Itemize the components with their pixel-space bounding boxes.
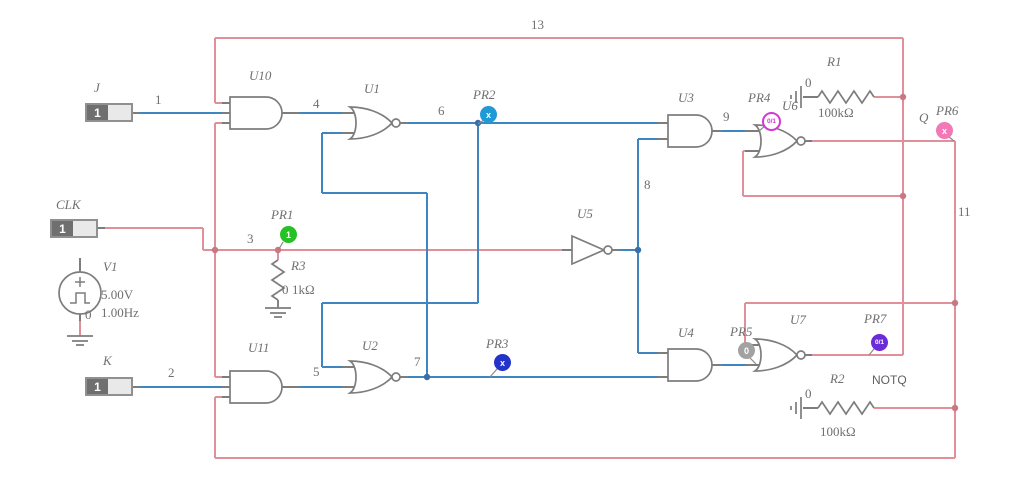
junction-dots-red <box>211 93 959 412</box>
label-u11: U11 <box>248 340 270 355</box>
u5-not-gate[interactable] <box>571 234 613 266</box>
label-pr7: PR7 <box>864 311 887 326</box>
wire-net-8[interactable] <box>620 138 658 354</box>
label-u10: U10 <box>249 68 272 83</box>
label-k: K <box>103 353 112 368</box>
label-v1-node: 0 <box>85 307 92 322</box>
probe-pr7[interactable]: 0/1 <box>871 334 888 351</box>
label-r3: R3 <box>291 258 306 273</box>
label-u1: U1 <box>364 81 380 96</box>
label-pr3: PR3 <box>486 336 509 351</box>
label-r2-node: 0 <box>805 386 812 401</box>
component-pins <box>79 96 818 409</box>
label-r3-value: 1kΩ <box>292 282 315 297</box>
r2-resistor[interactable] <box>817 400 875 416</box>
label-r1-value: 100kΩ <box>818 105 854 120</box>
k-switch-value[interactable]: 1 <box>87 379 108 394</box>
probe-pr4-value: 0/1 <box>766 118 777 125</box>
net-label-13: 13 <box>531 17 544 32</box>
probe-pr2-value: x <box>485 109 491 120</box>
net-label-7: 7 <box>414 354 421 369</box>
u5-output-bubble <box>603 245 613 255</box>
net-label-6: 6 <box>438 103 445 118</box>
label-u2: U2 <box>362 338 378 353</box>
wire-net-7[interactable] <box>321 132 658 378</box>
probe-pr6[interactable]: x <box>936 122 953 139</box>
net-label-8: 8 <box>644 177 651 192</box>
u7-output-bubble <box>796 350 806 360</box>
label-pr1: PR1 <box>271 207 294 222</box>
label-pr4: PR4 <box>748 90 771 105</box>
net-label-4: 4 <box>313 96 320 111</box>
square-wave-icon <box>70 292 90 304</box>
label-r2-value: 100kΩ <box>820 424 856 439</box>
probe-leaders <box>278 119 955 378</box>
r1-ground-icon[interactable] <box>790 86 802 108</box>
label-u6: U6 <box>782 98 798 113</box>
u4-and2-gate[interactable] <box>667 348 713 382</box>
u6-nor-gate[interactable] <box>752 124 806 158</box>
probe-pr1-value: 1 <box>285 229 291 240</box>
probe-pr2[interactable]: x <box>480 106 497 123</box>
label-u5: U5 <box>577 206 593 221</box>
label-u3: U3 <box>678 90 694 105</box>
u6-output-bubble <box>796 136 806 146</box>
label-v1-volt: 5.00V <box>101 287 134 302</box>
u2-output-bubble <box>391 372 401 382</box>
u10-and3-gate[interactable] <box>229 96 283 130</box>
probe-pr3[interactable]: x <box>494 354 511 371</box>
r3-resistor[interactable] <box>270 259 286 301</box>
r3-ground-icon[interactable] <box>265 300 291 318</box>
label-v1: V1 <box>103 259 118 274</box>
r1-resistor[interactable] <box>817 89 875 105</box>
label-r2: R2 <box>830 371 845 386</box>
probe-pr5-value: 0 <box>743 345 749 356</box>
label-u4: U4 <box>678 325 694 340</box>
label-pr2: PR2 <box>473 87 496 102</box>
v1-ground-icon[interactable] <box>67 335 93 346</box>
probe-pr5[interactable]: 0 <box>738 342 755 359</box>
u11-and3-gate[interactable] <box>229 370 283 404</box>
label-pr6: PR6 <box>936 103 959 118</box>
u2-nor-gate[interactable] <box>347 360 401 394</box>
u3-and2-gate[interactable] <box>667 114 713 148</box>
probe-pr4[interactable]: 0/1 <box>762 112 781 131</box>
net-label-3: 3 <box>247 231 254 246</box>
probe-pr7-value: 0/1 <box>874 339 885 346</box>
label-net-q: Q <box>919 110 929 125</box>
clk-switch-value[interactable]: 1 <box>52 221 73 236</box>
label-j: J <box>94 80 100 95</box>
label-pr5: PR5 <box>730 324 753 339</box>
label-net-notq: NOTQ <box>872 373 907 387</box>
r2-ground-icon[interactable] <box>790 397 802 419</box>
net-label-11: 11 <box>958 204 971 219</box>
label-r3-node: 0 <box>282 282 289 297</box>
label-r1-node: 0 <box>805 75 812 90</box>
k-switch[interactable]: 1 <box>85 377 133 396</box>
net-label-9: 9 <box>723 109 730 124</box>
label-clk: CLK <box>56 197 81 212</box>
j-switch[interactable]: 1 <box>85 103 133 122</box>
net-label-5: 5 <box>313 364 320 379</box>
u7-nor-gate[interactable] <box>752 338 806 372</box>
wire-net-6[interactable] <box>321 122 658 368</box>
probe-pr3-value: x <box>499 357 505 368</box>
clk-switch[interactable]: 1 <box>50 219 98 238</box>
j-switch-value[interactable]: 1 <box>87 105 108 120</box>
label-v1-freq: 1.00Hz <box>101 305 139 320</box>
label-r1: R1 <box>827 54 842 69</box>
plus-icon <box>75 277 85 287</box>
wire-net-13-notq[interactable] <box>214 37 904 356</box>
net-label-2: 2 <box>168 365 175 380</box>
junction-dots-blue <box>423 119 642 381</box>
probe-pr6-value: x <box>941 125 947 136</box>
probe-pr1[interactable]: 1 <box>280 226 297 243</box>
net-label-1: 1 <box>155 92 162 107</box>
u1-output-bubble <box>391 118 401 128</box>
u1-nor-gate[interactable] <box>347 106 401 140</box>
v1-clock-source[interactable] <box>58 271 102 315</box>
label-u7: U7 <box>790 312 806 327</box>
